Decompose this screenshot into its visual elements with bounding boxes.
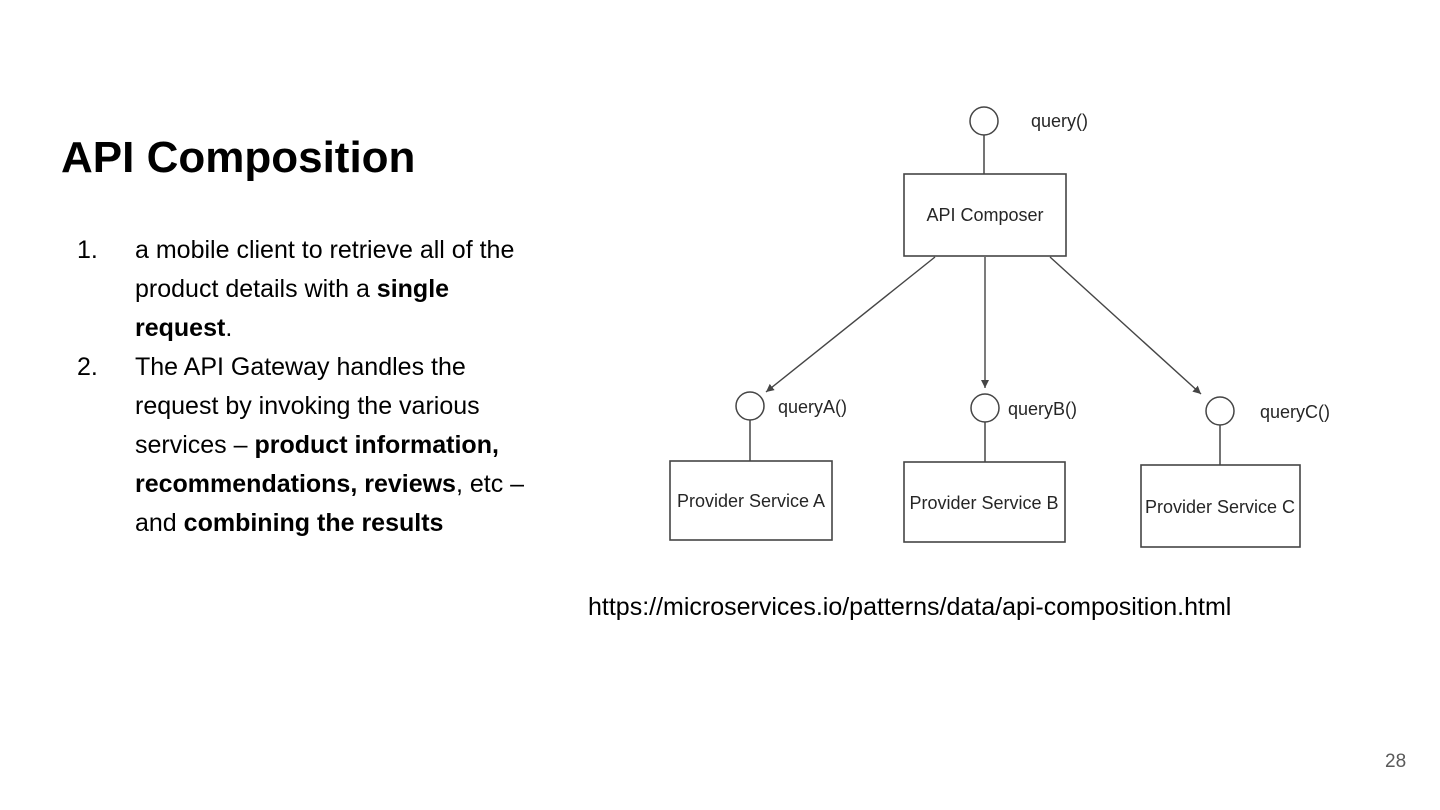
arrow-composer-to-queryA	[765, 256, 936, 393]
page-number: 28	[1385, 751, 1407, 772]
query-interface-label: query()	[1031, 111, 1088, 131]
provider-service-a-label: Provider Service A	[677, 491, 825, 511]
arrow-composer-to-queryC	[1049, 256, 1202, 395]
query-interface-circle	[969, 106, 999, 136]
list-item-number: 1.	[77, 236, 98, 264]
queryB-interface-label: queryB()	[1008, 399, 1077, 419]
queryB-interface-circle	[970, 393, 1000, 423]
diagram-canvas: query() API Composer queryA() Provider S…	[669, 106, 1330, 548]
source-url[interactable]: https://microservices.io/patterns/data/a…	[588, 593, 1232, 621]
provider-service-c-box	[1140, 464, 1301, 548]
queryC-interface-label: queryC()	[1260, 402, 1330, 422]
provider-service-b-label: Provider Service B	[909, 493, 1058, 513]
bullet-list: 1. a mobile client to retrieve all of the…	[77, 231, 597, 543]
list-item-text: The API Gateway handles the request by i…	[135, 353, 525, 537]
api-composition-diagram: query() API Composer queryA() Provider S…	[600, 80, 1380, 580]
queryA-interface-circle	[735, 391, 765, 421]
list-item: 1. a mobile client to retrieve all of the…	[77, 231, 597, 348]
list-item: 2. The API Gateway handles the request by…	[77, 348, 597, 543]
api-composer-box	[903, 173, 1067, 257]
queryA-interface-label: queryA()	[778, 397, 847, 417]
provider-service-a-box	[669, 460, 833, 541]
provider-service-b-box	[903, 461, 1066, 543]
list-item-text: a mobile client to retrieve all of the p…	[135, 236, 515, 342]
list-item-number: 2.	[77, 353, 98, 381]
api-composer-label: API Composer	[926, 205, 1043, 225]
page-title: API Composition	[61, 133, 416, 182]
provider-service-c-label: Provider Service C	[1145, 497, 1295, 517]
queryC-interface-circle	[1205, 396, 1235, 426]
